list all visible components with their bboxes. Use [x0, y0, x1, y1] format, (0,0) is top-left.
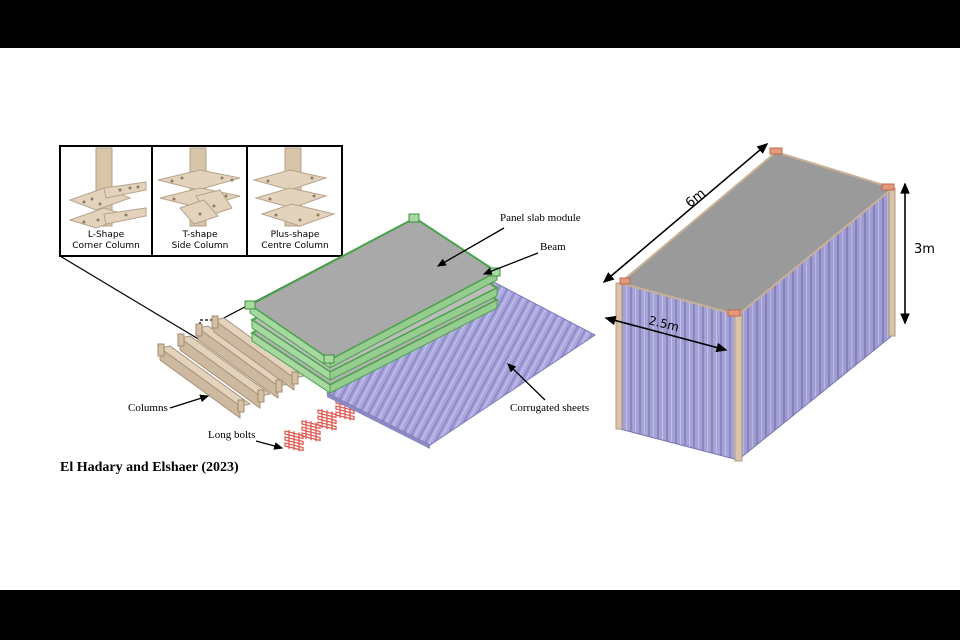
arrow-long-bolts [255, 440, 284, 450]
modular-structure-diagram: L-Shape Corner Column T-shape Side Colum… [59, 142, 935, 475]
inset-label-line2: Side Column [172, 241, 229, 251]
arrow-panel-slab [436, 227, 505, 267]
inset-label-line2: Corner Column [72, 241, 140, 251]
dimension-height: 3m [914, 242, 935, 257]
inset-label-line1: Plus-shape [271, 230, 320, 240]
label-corrugated: Corrugated sheets [510, 402, 589, 414]
dimension-width-arrow [604, 315, 728, 353]
assembled-module [615, 147, 896, 462]
t-shape-connector [157, 147, 241, 227]
arrow-beam [482, 252, 539, 275]
connector-inset: L-Shape Corner Column T-shape Side Colum… [59, 145, 343, 257]
l-shape-connector [68, 147, 147, 229]
dimension-length-arrow [602, 142, 769, 284]
label-columns: Columns [128, 402, 168, 414]
label-beam: Beam [540, 241, 566, 253]
corrugated-edge [327, 393, 430, 449]
inset-label-line2: Centre Column [261, 241, 328, 251]
citation: El Hadary and Elshaer (2023) [60, 460, 239, 475]
plus-shape-connector [252, 147, 336, 227]
inset-label-line1: T-shape [181, 230, 218, 240]
columns-group [157, 315, 306, 419]
slab-stack [244, 213, 501, 394]
label-long-bolts: Long bolts [208, 429, 255, 441]
zoom-line [59, 255, 201, 341]
arrow-columns [169, 394, 210, 409]
inset-label-line1: L-Shape [88, 230, 125, 240]
dimension-length: 6m [683, 186, 709, 211]
arrow-corrugated [507, 363, 546, 401]
label-panel-slab: Panel slab module [500, 212, 581, 224]
figure-canvas: L-Shape Corner Column T-shape Side Colum… [0, 48, 960, 590]
long-bolts [284, 398, 355, 452]
